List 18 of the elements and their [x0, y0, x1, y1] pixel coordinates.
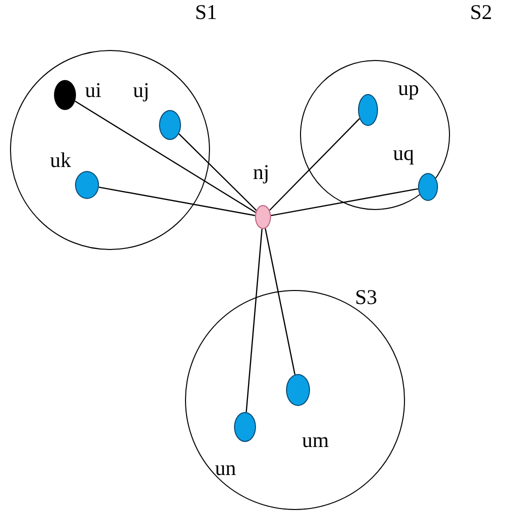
connector-line — [246, 228, 263, 412]
connector-line — [270, 188, 418, 216]
node-label: uj — [133, 80, 150, 101]
connector-line — [74, 100, 256, 213]
set-heading: S3 — [355, 287, 378, 308]
connector-line — [178, 133, 257, 211]
node-label: um — [302, 430, 329, 451]
node-label: up — [398, 78, 419, 99]
node-label: uk — [50, 150, 71, 171]
set-heading: S1 — [195, 2, 218, 23]
set-heading: S2 — [470, 2, 492, 23]
node-label: ui — [85, 80, 102, 101]
connector-line — [264, 228, 296, 375]
node-label: nj — [253, 162, 270, 183]
connector-line — [269, 118, 360, 211]
node-label: uq — [393, 143, 414, 164]
node-label: un — [215, 458, 236, 479]
connector-line — [98, 186, 256, 216]
